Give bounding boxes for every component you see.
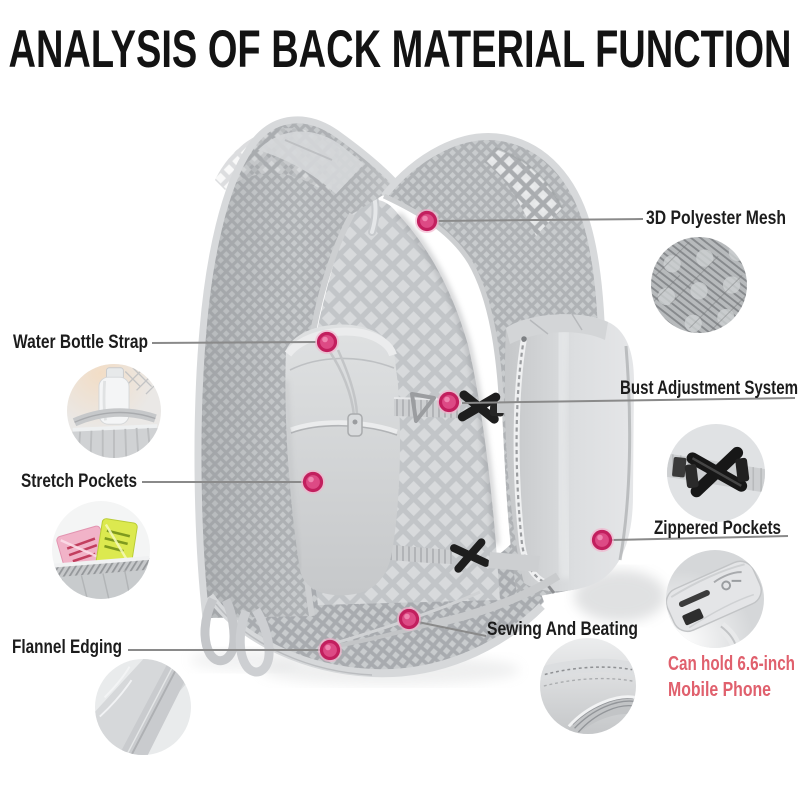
callout-line-sewing bbox=[412, 620, 487, 637]
label-3d-polyester-mesh: 3D Polyester Mesh bbox=[646, 208, 786, 229]
detail-photo-water-bottle bbox=[67, 364, 161, 458]
label-flannel-edging: Flannel Edging bbox=[12, 637, 122, 658]
callout-line-mesh bbox=[433, 218, 644, 222]
callout-line-water bbox=[151, 341, 317, 344]
detail-photo-stretch-pocket bbox=[52, 501, 150, 599]
callout-dot-zipper bbox=[590, 528, 614, 552]
callout-lines bbox=[128, 218, 796, 651]
callout-dot-bust bbox=[437, 390, 461, 414]
callout-line-bust bbox=[461, 397, 796, 404]
page-title: ANALYSIS OF BACK MATERIAL FUNCTION bbox=[9, 20, 792, 79]
callout-dots bbox=[301, 209, 614, 662]
detail-photo-phone-pocket bbox=[666, 550, 764, 648]
detail-photo-mesh bbox=[651, 237, 747, 333]
callout-dot-stretch bbox=[301, 470, 325, 494]
detail-photo-sewing bbox=[540, 638, 636, 734]
callout-dot-mesh bbox=[415, 209, 439, 233]
label-stretch-pockets: Stretch Pockets bbox=[21, 471, 137, 492]
label-water-bottle-strap: Water Bottle Strap bbox=[13, 332, 148, 353]
label-sewing-and-beating: Sewing And Beating bbox=[487, 619, 638, 640]
label-zippered-pockets: Zippered Pockets bbox=[654, 518, 781, 539]
callout-dot-water bbox=[315, 330, 339, 354]
note-can-hold-line2: Mobile Phone bbox=[668, 679, 771, 701]
detail-photo-flannel bbox=[95, 659, 191, 755]
callout-dot-sewing bbox=[397, 607, 421, 631]
callout-dot-flannel bbox=[318, 638, 342, 662]
callout-line-zipper bbox=[611, 535, 789, 541]
label-bust-adjustment-system: Bust Adjustment System bbox=[620, 378, 798, 399]
note-can-hold-line1: Can hold 6.6-inch bbox=[668, 653, 795, 675]
detail-photo-buckle bbox=[667, 424, 765, 522]
